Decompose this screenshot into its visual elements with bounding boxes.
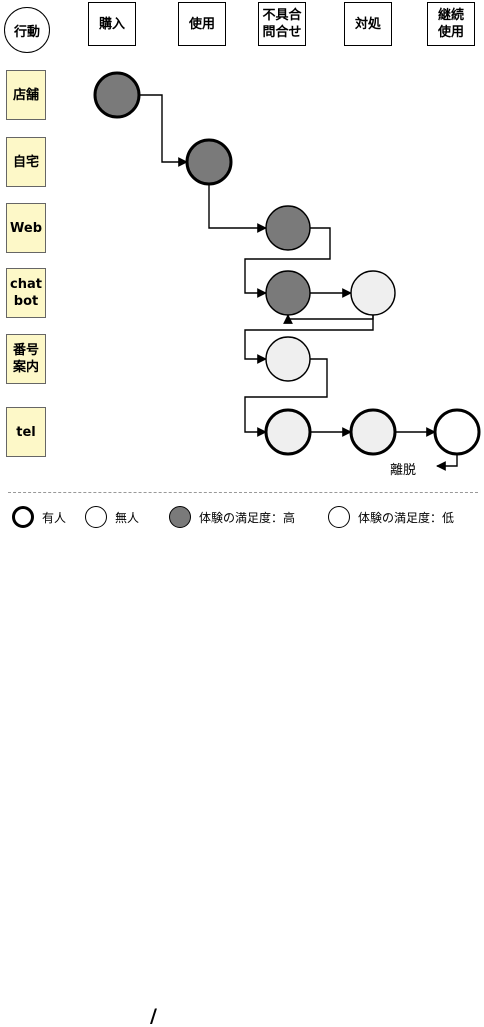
legend-staffed-label: 有人 (42, 511, 67, 525)
legend-divider (8, 492, 478, 493)
row-header-5: tel (6, 407, 46, 457)
edge-web-to-chatbot (244, 227, 331, 298)
column-header-2: 不具合 問合せ (258, 2, 306, 46)
legend-unstaffed-symbol (85, 506, 107, 528)
legend-unstaffed-label: 無人 (115, 511, 140, 525)
edge-handle-to-number (244, 315, 374, 364)
column-header-4: 継続 使用 (427, 2, 475, 46)
node-home-use (185, 138, 233, 186)
legend-low-symbol (328, 506, 350, 528)
node-tel-continue (433, 408, 481, 456)
edge-number-to-tel (244, 358, 328, 437)
legend-separator: / (150, 1005, 157, 1027)
edge-handle-back-to-chatbot (283, 314, 374, 324)
row-header-1: 自宅 (6, 137, 46, 187)
row-header-3: chat bot (6, 268, 46, 318)
node-web-issue (265, 205, 311, 251)
node-chatbot-handle (350, 270, 396, 316)
legend-staffed-symbol (12, 506, 34, 528)
row-header-4: 番号 案内 (6, 334, 46, 384)
legend: 有人 無人 / 体験の満足度：高 体験の満足度：低 (0, 502, 484, 1027)
node-tel-handle (349, 408, 397, 456)
node-chatbot-issue (265, 270, 311, 316)
journey-diagram (93, 71, 481, 471)
legend-high-symbol (169, 506, 191, 528)
row-header-0: 店舗 (6, 70, 46, 120)
edge-home-to-web (208, 184, 267, 233)
node-store-buy (93, 71, 141, 119)
column-header-3: 対処 (344, 2, 392, 46)
action-header-circle: 行動 (4, 7, 50, 53)
row-header-2: Web (6, 203, 46, 253)
column-header-1: 使用 (178, 2, 226, 46)
node-tel-issue (264, 408, 312, 456)
legend-low-label: 体験の満足度：低 (358, 511, 455, 525)
column-header-0: 購入 (88, 2, 136, 46)
edge-exit (436, 454, 458, 471)
node-number-guide-issue (265, 336, 311, 382)
edge-store-to-home (139, 94, 188, 167)
legend-high-label: 体験の満足度：高 (199, 511, 296, 525)
exit-label: 離脱 (390, 463, 417, 478)
